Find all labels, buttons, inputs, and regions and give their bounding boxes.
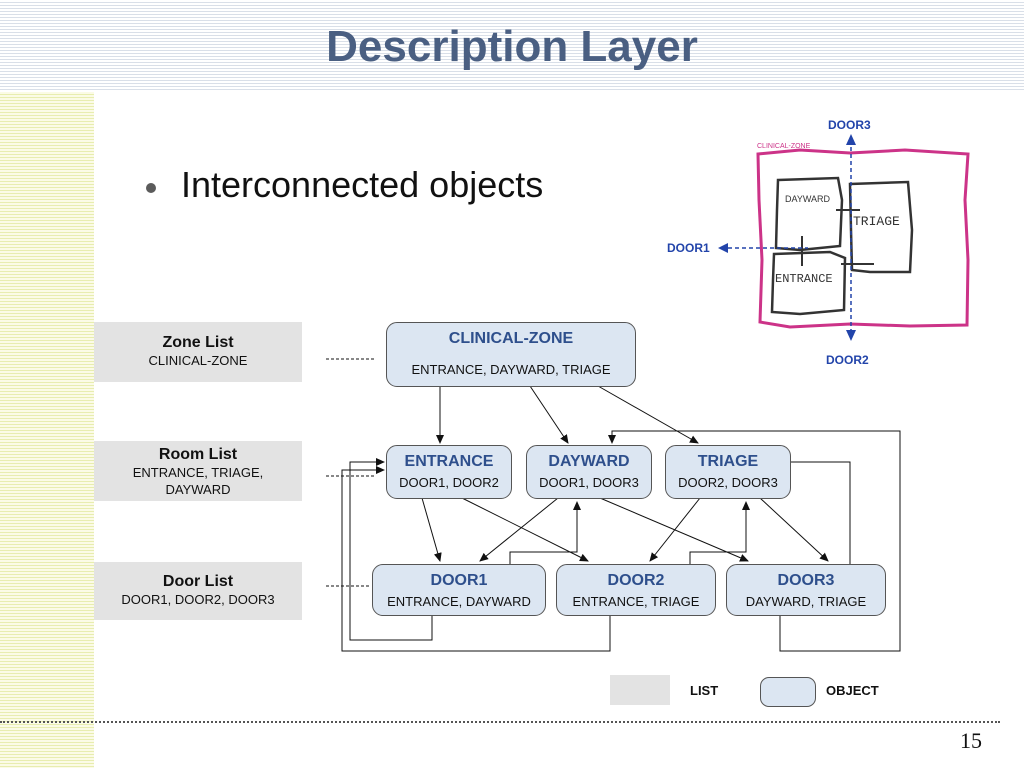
entrance-room	[770, 250, 847, 316]
object-sub: ENTRANCE, TRIAGE	[572, 594, 700, 609]
object-sub: ENTRANCE, DAYWARD	[387, 594, 531, 609]
dayward-room	[774, 176, 844, 252]
object-sub: ENTRANCE, DAYWARD, TRIAGE	[411, 362, 611, 377]
room-list-title: Room List	[158, 446, 238, 463]
clinical-zone-boundary	[756, 148, 970, 329]
sketch-door2-label: DOOR2	[826, 353, 869, 367]
page-number: 15	[960, 728, 982, 753]
sketch-triage-label: TRIAGE	[853, 214, 900, 229]
room-list-box: Room List ENTRANCE, TRIAGE, DAYWARD	[94, 441, 302, 501]
object-title: CLINICAL-ZONE	[448, 330, 574, 347]
object-title: ENTRANCE	[404, 453, 494, 470]
object-title: TRIAGE	[697, 453, 759, 470]
object-sub: DOOR2, DOOR3	[678, 475, 778, 490]
legend-object-label: OBJECT	[826, 683, 879, 698]
object-title: DOOR2	[607, 572, 665, 589]
door2-object: DOOR2 ENTRANCE, TRIAGE	[556, 564, 716, 616]
legend-object-swatch	[760, 677, 816, 707]
triage-room	[848, 180, 914, 274]
room-list-items-line2: DAYWARD	[165, 482, 231, 497]
door1-object: DOOR1 ENTRANCE, DAYWARD	[372, 564, 546, 616]
door-list-box: Door List DOOR1, DOOR2, DOOR3	[94, 562, 302, 620]
object-title: DAYWARD	[548, 453, 630, 470]
door3-object: DOOR3 DAYWARD, TRIAGE	[726, 564, 886, 616]
legend-list-swatch	[610, 675, 670, 705]
sketch-door1-label: DOOR1	[667, 241, 710, 255]
clinical-zone-object: CLINICAL-ZONE ENTRANCE, DAYWARD, TRIAGE	[386, 322, 636, 387]
object-title: DOOR3	[777, 572, 835, 589]
sketch-dayward-label: DAYWARD	[785, 194, 831, 204]
slide-title: Description Layer	[326, 22, 698, 71]
bullet-text: Interconnected objects	[181, 164, 544, 205]
footer-divider	[0, 721, 1000, 723]
object-sub: DOOR1, DOOR2	[399, 475, 499, 490]
sketch-entrance-label: ENTRANCE	[775, 272, 833, 286]
zone-list-box: Zone List CLINICAL-ZONE	[94, 322, 302, 382]
zone-list-items: CLINICAL-ZONE	[148, 353, 248, 368]
dayward-object: DAYWARD DOOR1, DOOR3	[526, 445, 652, 499]
sketch-door3-label: DOOR3	[828, 118, 871, 132]
zone-list-title: Zone List	[162, 334, 234, 351]
door-list-title: Door List	[162, 573, 234, 590]
object-sub: DOOR1, DOOR3	[539, 475, 639, 490]
header-stripes	[0, 0, 1024, 92]
door-list-items: DOOR1, DOOR2, DOOR3	[121, 592, 275, 607]
bullet-dot-icon	[146, 183, 156, 193]
entrance-object: ENTRANCE DOOR1, DOOR2	[386, 445, 512, 499]
room-list-items-line1: ENTRANCE, TRIAGE,	[132, 465, 264, 480]
object-sub: DAYWARD, TRIAGE	[745, 594, 867, 609]
legend-list-label: LIST	[690, 683, 719, 698]
triage-object: TRIAGE DOOR2, DOOR3	[665, 445, 791, 499]
object-title: DOOR1	[430, 572, 488, 589]
sketch-zone-label: CLINICAL-ZONE	[757, 143, 811, 150]
left-stripes	[0, 92, 94, 768]
